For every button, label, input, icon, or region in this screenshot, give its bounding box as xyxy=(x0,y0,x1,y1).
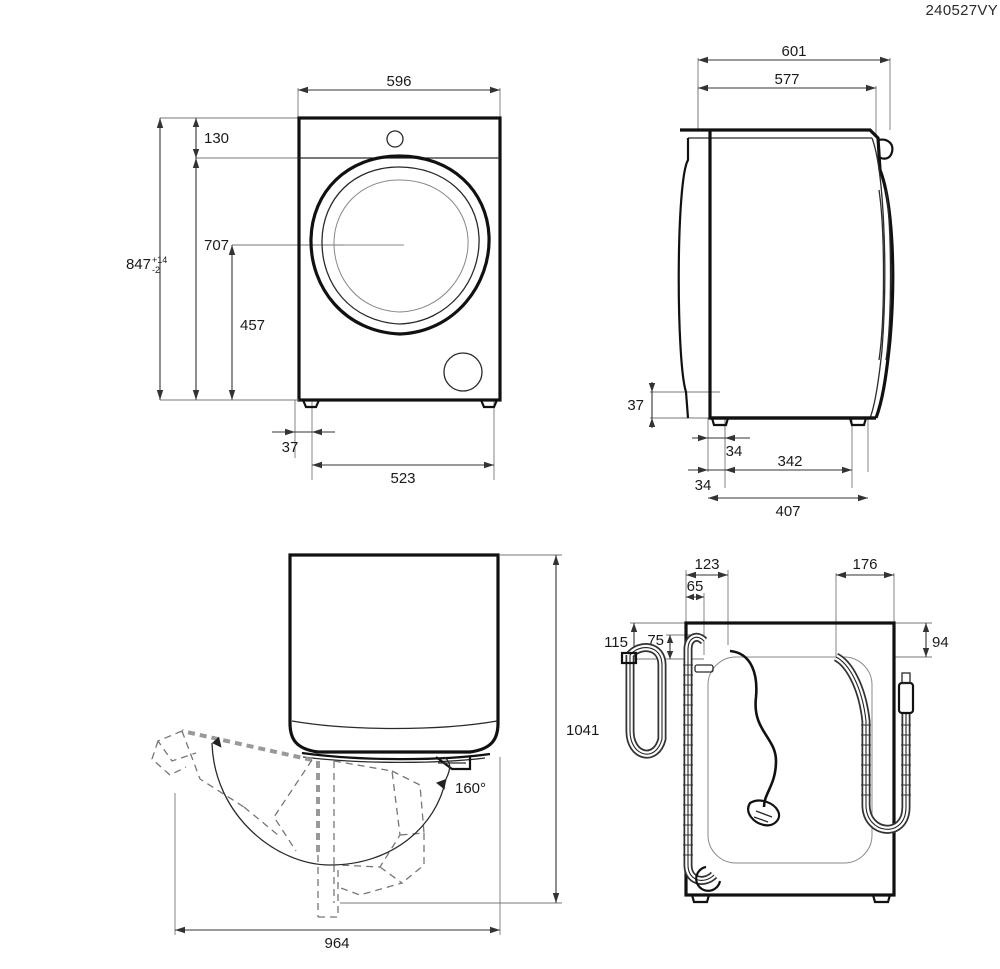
dim-label-160deg: 160° xyxy=(455,780,486,797)
dim-label-115: 115 xyxy=(604,634,628,651)
dim-tol-plus-847: +14 xyxy=(152,255,167,265)
inlet-hose xyxy=(833,652,915,834)
dim-label-37: 37 xyxy=(282,439,299,456)
dim-height-707: 707 xyxy=(192,158,229,400)
side-view: 601 577 37 34 342 xyxy=(627,43,895,520)
dim-label-964: 964 xyxy=(324,935,349,952)
door-swing-positions xyxy=(151,729,425,918)
drain-hose-loop xyxy=(620,643,667,759)
dim-label-342: 342 xyxy=(777,453,802,470)
dim-depth-601: 601 xyxy=(698,43,890,64)
dim-width-964: 964 xyxy=(175,926,500,952)
dim-label-601: 601 xyxy=(781,43,806,60)
dim-label-176: 176 xyxy=(852,556,877,573)
dim-label-34a: 34 xyxy=(726,443,743,460)
inlet-hose-coupling-icon xyxy=(897,681,915,715)
dim-drain-offset-65: 65 xyxy=(686,578,704,601)
hose-clip-icon xyxy=(694,664,714,673)
dim-inlet-height-94: 94 xyxy=(922,623,949,657)
door-mid-ring xyxy=(321,166,480,325)
dim-door-angle-160: 160° xyxy=(211,736,486,866)
dim-height-457: 457 xyxy=(228,245,265,400)
dim-foot-offset-37: 37 xyxy=(272,428,335,456)
drain-hose-end-icon xyxy=(620,651,638,665)
dim-drain-offset-123: 123 xyxy=(686,556,728,579)
dim-label-847: 847 xyxy=(126,256,151,273)
document-code: 240527VY xyxy=(925,2,998,19)
front-view: 596 847 +14 -2 130 707 xyxy=(126,73,502,487)
dim-panel-130: 130 xyxy=(192,118,229,158)
dim-depth-577: 577 xyxy=(698,71,876,92)
dim-label-577: 577 xyxy=(774,71,799,88)
dim-label-523: 523 xyxy=(390,470,415,487)
dim-plinth-37: 37 xyxy=(627,382,656,428)
dim-label-65: 65 xyxy=(687,578,704,595)
dim-foot-span-342: 342 xyxy=(725,453,852,474)
dim-label-130: 130 xyxy=(204,130,229,147)
dim-label-123: 123 xyxy=(694,556,719,573)
door-outer-ring xyxy=(309,154,491,336)
door-glass-ring xyxy=(333,179,469,313)
dim-label-side-37: 37 xyxy=(627,397,644,414)
dim-inlet-offset-176: 176 xyxy=(836,556,894,579)
dim-foot-front-34: 34 xyxy=(692,434,750,460)
top-cabinet xyxy=(288,553,500,771)
dim-base-depth-407: 407 xyxy=(708,494,868,520)
dim-tol-minus-847: -2 xyxy=(152,265,160,275)
dim-label-94: 94 xyxy=(932,634,949,651)
dim-depth-1041: 1041 xyxy=(552,555,599,903)
dim-label-1041: 1041 xyxy=(566,722,599,739)
dim-label-407: 407 xyxy=(775,503,800,520)
control-knob-icon xyxy=(386,130,404,148)
dim-width-596: 596 xyxy=(298,73,500,94)
dim-label-596: 596 xyxy=(386,73,411,90)
dim-foot-rear-34: 34 xyxy=(688,466,730,494)
side-cabinet xyxy=(677,128,895,427)
inlet-hose-end-icon xyxy=(901,672,911,684)
plug-icon xyxy=(747,799,781,827)
front-cabinet xyxy=(160,116,502,409)
filter-flap-icon xyxy=(443,352,483,392)
top-view-door-swing: 1041 964 xyxy=(151,553,599,952)
dim-foot-span-523: 523 xyxy=(312,461,494,487)
dim-label-707: 707 xyxy=(204,237,229,254)
drain-hose xyxy=(683,632,722,892)
rear-view-connections: 123 65 176 115 75 xyxy=(604,556,949,904)
power-cord xyxy=(729,649,781,827)
dim-label-457: 457 xyxy=(240,317,265,334)
dim-label-34b: 34 xyxy=(695,477,712,494)
dim-height-847: 847 +14 -2 xyxy=(126,118,167,400)
